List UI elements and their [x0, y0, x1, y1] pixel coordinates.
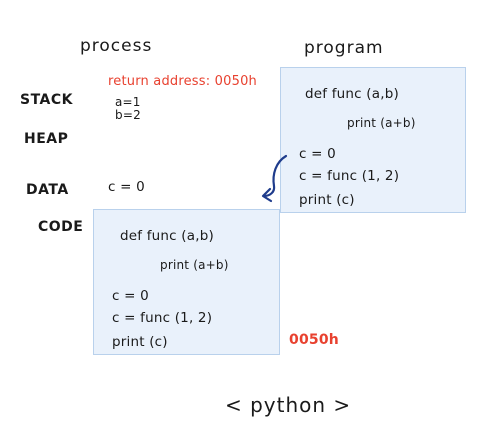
- program-title: program: [304, 38, 384, 58]
- stack-label: STACK: [20, 92, 74, 108]
- process-title: process: [80, 36, 153, 56]
- code-line-c-zero: c = 0: [112, 288, 149, 304]
- return-address-text: return address: 0050h: [108, 74, 257, 89]
- program-line-def: def func (a,b): [305, 86, 399, 102]
- program-box: def func (a,b) print (a+b) c = 0 c = fun…: [280, 67, 466, 213]
- data-c-value: c = 0: [108, 179, 145, 195]
- program-line-c-func: c = func (1, 2): [299, 168, 400, 184]
- load-arrow-icon: [261, 154, 288, 203]
- program-line-print-c: print (c): [299, 192, 355, 208]
- program-line-c-zero: c = 0: [299, 146, 336, 162]
- code-line-c-func: c = func (1, 2): [112, 310, 213, 326]
- code-box: def func (a,b) print (a+b) c = 0 c = fun…: [93, 209, 280, 355]
- data-label: DATA: [26, 182, 69, 198]
- code-label: CODE: [38, 219, 84, 235]
- code-line-print-sum: print (a+b): [160, 258, 229, 272]
- footer-python-label: < python >: [225, 393, 352, 417]
- program-line-print-sum: print (a+b): [347, 116, 416, 130]
- heap-label: HEAP: [24, 131, 69, 147]
- return-address-label: 0050h: [289, 332, 339, 348]
- stack-a-value: a=1: [115, 95, 141, 109]
- code-line-print-c: print (c): [112, 334, 168, 350]
- stack-b-value: b=2: [115, 108, 141, 122]
- code-line-def: def func (a,b): [120, 228, 214, 244]
